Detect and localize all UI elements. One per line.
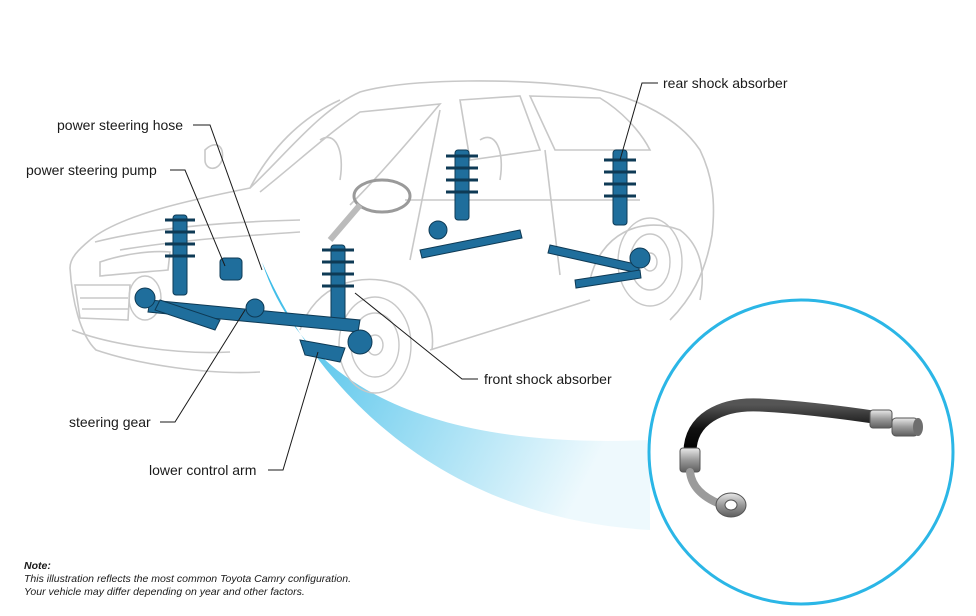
- hose-detail-image: [679, 398, 923, 518]
- label-lower-control-arm: lower control arm: [149, 462, 257, 478]
- label-power-steering-pump: power steering pump: [26, 162, 157, 178]
- note-line-1: This illustration reflects the most comm…: [24, 573, 351, 585]
- suspension-components: [134, 149, 651, 363]
- steering-wheel: [327, 178, 412, 242]
- note-title: Note:: [24, 560, 51, 572]
- label-steering-gear: steering gear: [69, 414, 151, 430]
- left-front-wheel: [128, 275, 162, 321]
- note-line-2: Your vehicle may differ depending on yea…: [24, 586, 305, 598]
- leader-lines: [160, 82, 658, 471]
- label-rear-shock-absorber: rear shock absorber: [663, 75, 788, 91]
- label-power-steering-hose: power steering hose: [57, 117, 184, 133]
- label-front-shock-absorber: front shock absorber: [484, 371, 612, 387]
- callout-beam: [262, 262, 650, 530]
- note-block: Note: This illustration reflects the mos…: [24, 560, 351, 599]
- car-outline: [69, 80, 715, 374]
- detail-circle: [647, 298, 955, 606]
